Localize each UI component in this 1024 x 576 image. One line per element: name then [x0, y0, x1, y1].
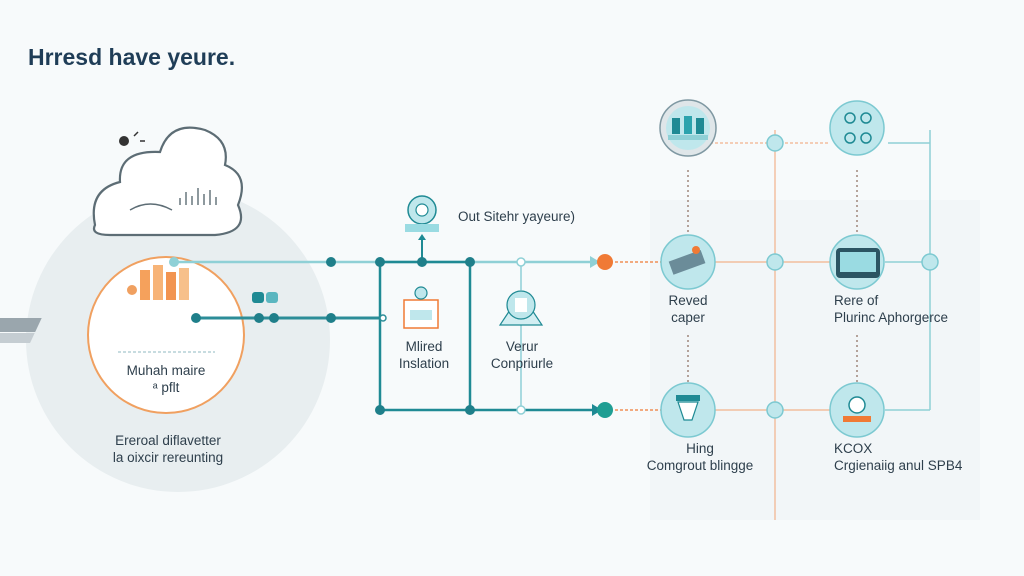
- center-top-label: Out Sitehr yayeure): [458, 209, 576, 224]
- team-node-icon: [659, 99, 717, 157]
- tools-node-icon: [660, 234, 716, 290]
- data-store-circle: [87, 256, 245, 414]
- center-node1-label: Mlired Inslation: [398, 339, 450, 371]
- network-node-icon: [829, 100, 885, 156]
- monitor-node-icon: [829, 234, 885, 290]
- right-node3-label: Hing Comgrout blingge: [646, 441, 754, 473]
- right-grid-dots: [597, 134, 939, 419]
- cog-node-icon: [829, 382, 885, 438]
- workstation-icon: [403, 286, 439, 329]
- eye-icon: [119, 131, 145, 146]
- cloud-caption: Ereroal diflavetter la oixcir rereunting: [112, 433, 224, 465]
- beaker-icon: [498, 290, 544, 326]
- center-node2-label: Verur Conpriurle: [490, 339, 554, 371]
- connector-dots: [169, 257, 526, 415]
- right-node1-label: Reved caper: [668, 293, 708, 325]
- data-store-label: Muhah maire ᵃ pflt: [126, 363, 206, 395]
- robot-icon: [405, 195, 439, 240]
- cloud-icon: [92, 126, 243, 237]
- diagram-title: Hrresd have yeure.: [28, 44, 236, 70]
- right-node4-label: KCOX Crgienaiig anul SPB4: [834, 441, 963, 473]
- link-icon: [252, 292, 278, 303]
- cloud-bars-icon: [129, 188, 217, 211]
- right-node2-label: Rere of Plurinc Aphorgerce: [834, 293, 949, 325]
- servers-icon: [0, 265, 215, 353]
- flask-node-icon: [660, 382, 716, 438]
